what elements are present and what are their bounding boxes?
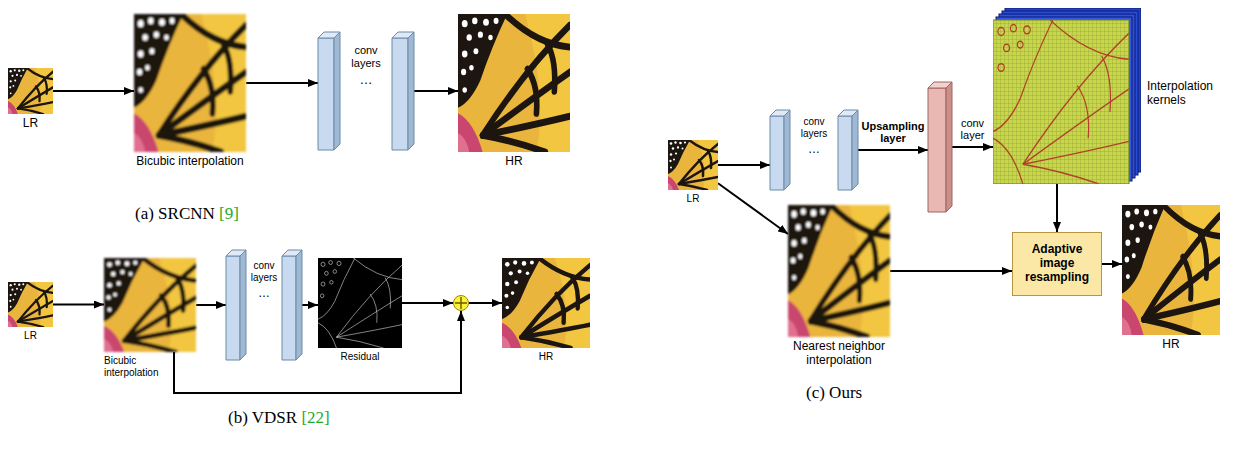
citation: [9]	[219, 204, 239, 223]
image-node: HR	[502, 258, 590, 348]
conv-layer-symbol	[318, 32, 340, 150]
edge-label-wrap: Upsampling layer	[859, 120, 927, 145]
caption-group: (c) Ours	[806, 383, 862, 403]
butterfly-image	[458, 14, 570, 152]
label-wrap: HR	[452, 155, 576, 169]
arrow-connector	[1056, 184, 1058, 232]
label-wrap: Interpolation kernels	[1147, 80, 1231, 108]
arrow-connector	[952, 146, 993, 148]
image-node: Interpolation kernels	[993, 8, 1141, 184]
ellipsis-mark: …	[247, 287, 281, 301]
image-label: Bicubic interpolation	[104, 355, 168, 378]
arrow-connector	[414, 90, 458, 92]
butterfly-image	[8, 68, 53, 114]
layer-label: conv layers	[247, 260, 281, 283]
label-wrap: Bicubic interpolation	[128, 155, 252, 169]
label-wrap: Nearest neighbor interpolation	[768, 340, 910, 368]
sum-node	[453, 295, 469, 311]
label-wrap: Bicubic interpolation	[104, 355, 168, 378]
conv-layer-symbol	[226, 250, 246, 360]
butterfly-image	[668, 140, 718, 190]
edge-label-wrap: conv layer	[954, 117, 992, 142]
arrow-connector	[858, 149, 928, 151]
edge-label: Upsampling layer	[859, 120, 927, 145]
conv-block: conv layers …	[226, 250, 302, 360]
ellipsis-mark: …	[341, 73, 391, 88]
image-label: LR	[2, 117, 59, 131]
image-node: Bicubic interpolation	[104, 258, 196, 352]
arrow-connector	[402, 302, 453, 304]
citation: [22]	[301, 408, 329, 427]
arrow-connector	[718, 183, 788, 234]
caption-group: (b) VDSR[22]	[228, 408, 330, 428]
image-label: LR	[2, 330, 59, 342]
label-wrap: LR	[2, 330, 59, 342]
image-label: Bicubic interpolation	[128, 155, 252, 169]
conv-layer-symbol	[770, 110, 790, 190]
label-wrap: conv layers …	[247, 260, 281, 301]
image-node: LR	[668, 140, 718, 190]
arrow-connector	[53, 304, 104, 306]
box-label: Adaptive image resampling	[1019, 243, 1095, 284]
image-node: LR	[8, 68, 53, 114]
image-label: HR	[496, 351, 596, 363]
sum-symbol	[453, 295, 469, 311]
image-label: LR	[662, 193, 724, 205]
arrow-connector	[302, 304, 318, 306]
conv-layer-symbol	[838, 110, 858, 190]
edge-label: conv layer	[954, 117, 992, 142]
image-label: HR	[452, 155, 576, 169]
figure-caption: (b) VDSR	[228, 408, 297, 427]
image-label: Residual	[312, 351, 408, 363]
residual-image	[318, 258, 402, 348]
arrow-connector	[890, 270, 1012, 272]
image-label: Nearest neighbor interpolation	[768, 340, 910, 368]
arrow-connector	[469, 302, 502, 304]
caption-group: (a) SRCNN[9]	[135, 204, 239, 224]
image-node: HR	[458, 14, 570, 152]
label-wrap: HR	[1116, 338, 1226, 352]
ellipsis-mark: …	[791, 143, 837, 157]
layer-label: conv layers	[791, 116, 837, 139]
conv-block: conv layers …	[318, 32, 414, 150]
label-wrap: LR	[2, 117, 59, 131]
upsampling-slab-symbol	[928, 82, 952, 212]
image-node: Nearest neighbor interpolation	[788, 205, 890, 337]
butterfly-image	[788, 205, 890, 337]
arrow-connector	[196, 304, 226, 306]
arrow-connector	[718, 164, 770, 166]
image-node: Residual	[318, 258, 402, 348]
label-wrap: conv layers …	[791, 116, 837, 157]
image-node: Bicubic interpolation	[134, 14, 246, 152]
conv-layer-symbol	[282, 250, 302, 360]
butterfly-image	[502, 258, 590, 348]
label-wrap: HR	[496, 351, 596, 363]
label-wrap: conv layers …	[341, 44, 391, 88]
image-label: Interpolation kernels	[1147, 80, 1231, 108]
upsampling-slab	[928, 82, 952, 212]
arrow-connector	[1102, 263, 1122, 265]
conv-block: conv layers …	[770, 110, 858, 190]
conv-layer-symbol	[392, 32, 414, 150]
label-wrap: Residual	[312, 351, 408, 363]
image-label: HR	[1116, 338, 1226, 352]
image-node: LR	[8, 282, 53, 327]
kernel-maps	[993, 8, 1141, 184]
process-box: Adaptive image resampling	[1012, 232, 1102, 296]
butterfly-image	[134, 14, 246, 152]
butterfly-image	[1122, 205, 1220, 335]
layer-label: conv layers	[341, 44, 391, 69]
arrow-connector	[246, 82, 318, 84]
label-wrap: LR	[662, 193, 724, 205]
arrow-connector	[53, 90, 134, 92]
figure-caption: (c) Ours	[806, 383, 862, 402]
butterfly-image	[104, 258, 196, 352]
image-node: HR	[1122, 205, 1220, 335]
arrow-connector	[174, 311, 461, 393]
butterfly-image	[8, 282, 53, 327]
figure-caption: (a) SRCNN	[135, 204, 215, 223]
